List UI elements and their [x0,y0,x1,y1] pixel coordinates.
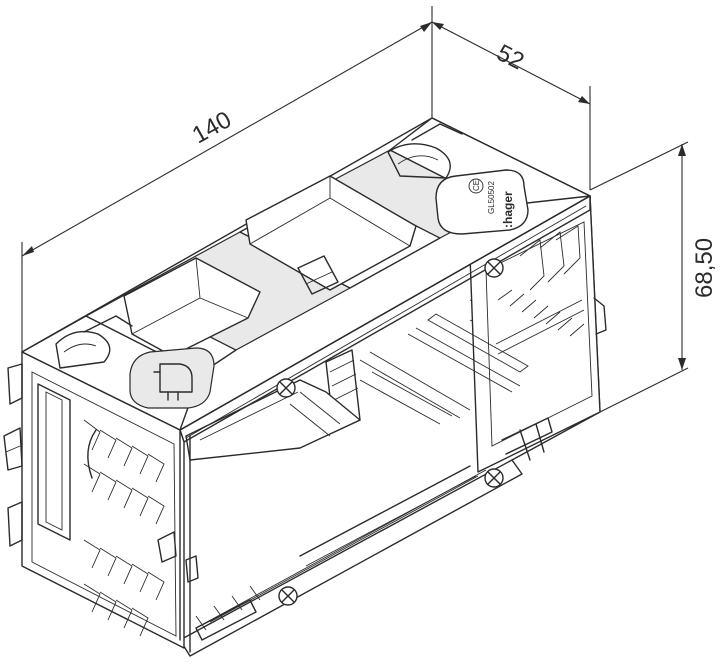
model-number: GL50502 [487,181,496,214]
svg-text:CE: CE [472,180,481,191]
screw-icon [278,586,298,606]
ce-mark-icon: CE [468,178,484,194]
left-cutout [55,330,111,369]
dimension-lines [21,6,689,413]
screw-icon [484,258,504,278]
label-plate [435,169,529,235]
right-cutout [387,143,451,179]
wall-box-drawing [3,117,607,657]
plug-icon [153,363,193,401]
brand-name: :hager [501,191,515,228]
dimension-length-line [21,21,433,257]
plug-badge [129,347,215,409]
manufacturer-label: CE GL50502 :hager [468,178,515,228]
dimension-height-label: 68,50 [691,238,718,298]
dimension-width-label: 52 [492,39,528,75]
bottom-rail [179,459,523,657]
screw-icon [484,468,504,488]
screw-icon [276,378,296,398]
dimension-width-line [431,21,591,105]
dimension-length-label: 140 [188,106,236,149]
